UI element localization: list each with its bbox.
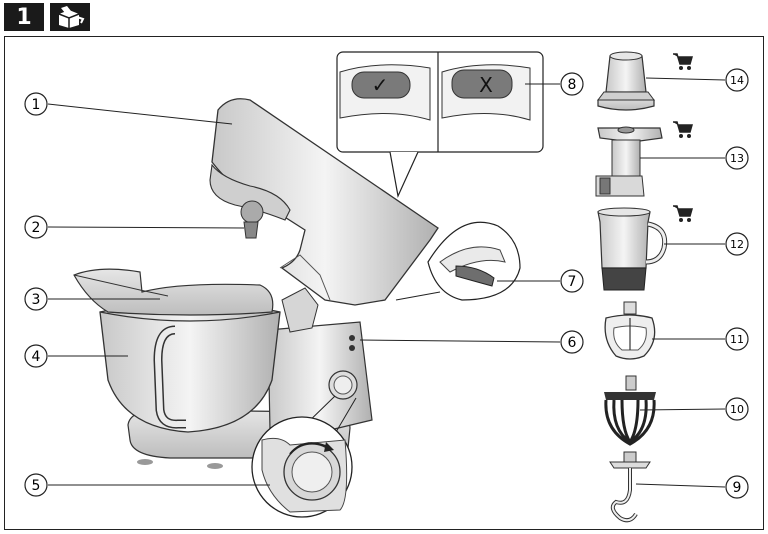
callout-12-label: 12 [730, 238, 744, 251]
callout-9: 9 [725, 475, 749, 499]
callout-8-label: 8 [568, 77, 577, 93]
callout-3-label: 3 [32, 292, 41, 308]
callout-4-label: 4 [32, 349, 41, 365]
whisk-accessory [604, 375, 656, 446]
callout-9-label: 9 [733, 480, 742, 496]
chopper-accessory [597, 51, 655, 111]
inset-buttons: ✓ X [336, 51, 544, 198]
leader-lines [47, 77, 726, 488]
callout-1-label: 1 [32, 97, 41, 113]
callout-11: 11 [725, 327, 749, 351]
callout-group: 1 2 3 4 5 6 7 8 9 10 11 12 13 14 [24, 68, 749, 499]
callout-2-label: 2 [32, 220, 41, 236]
callout-4: 4 [24, 344, 48, 368]
shopping-cart-icon [673, 121, 693, 138]
callout-7-label: 7 [568, 274, 577, 290]
callout-14-label: 14 [730, 74, 744, 87]
accessories [595, 51, 668, 523]
callout-8: 8 [560, 72, 584, 96]
callout-7: 7 [560, 269, 584, 293]
section-header: 1 [4, 3, 90, 31]
callout-3: 3 [24, 287, 48, 311]
package-box-icon [50, 3, 90, 31]
shopping-cart-icon [673, 53, 693, 70]
stand-mixer [73, 98, 521, 518]
callout-10-label: 10 [730, 403, 744, 416]
check-mark-label: ✓ [372, 73, 389, 97]
callout-6: 6 [560, 330, 584, 354]
cross-mark-label: X [479, 73, 493, 97]
shopping-cart-icon [673, 205, 693, 222]
dough-hook-accessory [609, 451, 651, 523]
section-number: 1 [4, 3, 44, 31]
mincer-accessory [595, 126, 663, 197]
callout-10: 10 [725, 397, 749, 421]
callout-13: 13 [725, 146, 749, 170]
callout-13-label: 13 [730, 152, 744, 165]
beater-accessory [604, 301, 656, 360]
callout-6-label: 6 [568, 335, 577, 351]
callout-14: 14 [725, 68, 749, 92]
callout-1: 1 [24, 92, 48, 116]
callout-5-label: 5 [32, 478, 41, 494]
callout-12: 12 [725, 232, 749, 256]
callout-2: 2 [24, 215, 48, 239]
callout-5: 5 [24, 473, 48, 497]
blender-accessory [597, 207, 668, 291]
diagram-frame [4, 36, 764, 530]
callout-11-label: 11 [730, 333, 744, 346]
